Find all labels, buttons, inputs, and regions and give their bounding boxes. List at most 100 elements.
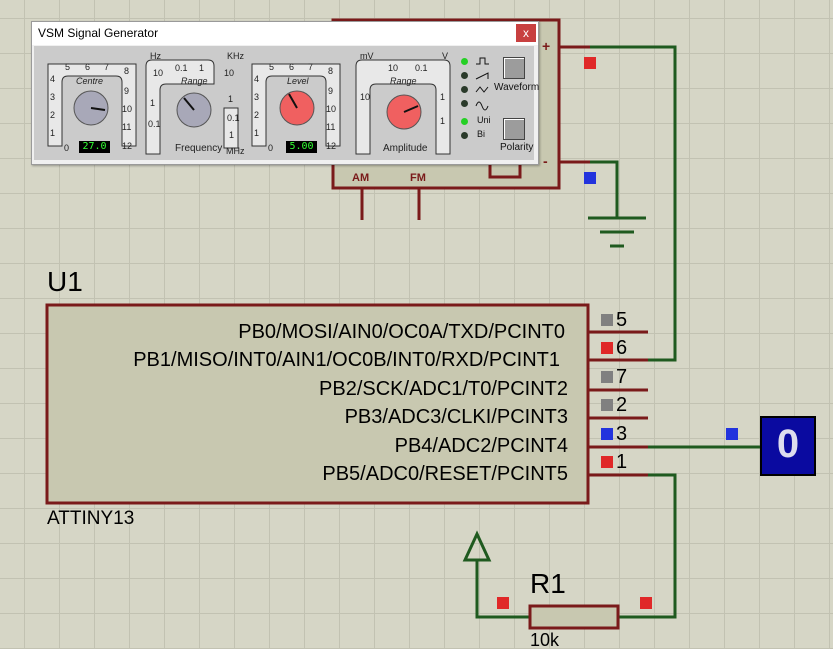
frequency-unit-hz: Hz <box>150 51 161 61</box>
pin-num-3: 3 <box>616 423 628 445</box>
window-title: VSM Signal Generator <box>38 26 159 40</box>
level-tick-8: 8 <box>328 66 334 76</box>
pin-num-7: 7 <box>616 366 628 388</box>
generator-fm-label: FM <box>410 172 426 184</box>
frequency-range-frame <box>145 59 215 155</box>
centre-knob-pointer <box>90 107 106 111</box>
pin-name-pb3: PB3/ADC3/CLKI/PCINT3 <box>344 406 568 428</box>
centre-readout: 27.0 <box>79 141 110 153</box>
panel-graphics <box>47 57 489 155</box>
frequency-tick-0.1-hz: 0.1 <box>148 119 161 129</box>
amplitude-unit-mv: mV <box>360 51 374 61</box>
pin-state-5 <box>601 314 613 326</box>
chip-ref-label[interactable]: U1 <box>47 266 83 297</box>
amplitude-range-frame <box>355 59 451 155</box>
centre-tick-0: 0 <box>64 143 70 153</box>
pin-state-3 <box>601 428 613 440</box>
chip-part-label[interactable]: ATTINY13 <box>47 508 135 529</box>
signal-generator-panel: 5 6 7 4 3 2 1 0 8 9 10 11 12 Centre 27.0… <box>34 46 539 160</box>
wire-plus-to-pb1 <box>590 45 677 362</box>
centre-tick-1: 1 <box>50 128 56 138</box>
resistor-ref-label[interactable]: R1 <box>530 568 566 599</box>
generator-am-label: AM <box>352 172 370 184</box>
frequency-unit-mhz: MHz <box>226 146 245 156</box>
level-tick-11: 11 <box>326 122 336 132</box>
centre-tick-12: 12 <box>122 141 133 151</box>
pin-name-pb4: PB4/ADC2/PCINT4 <box>394 435 568 457</box>
logic-state-value: 0 <box>776 422 800 466</box>
polarity-button[interactable] <box>503 118 525 140</box>
level-tick-0: 0 <box>268 143 274 153</box>
level-tick-9: 9 <box>328 86 334 96</box>
pin-state-6 <box>601 342 613 354</box>
resistor-pin-state-right <box>640 597 652 609</box>
amplitude-range-label: Range <box>390 76 417 86</box>
pin-name-pb0: PB0/MOSI/AIN0/OC0A/TXD/PCINT0 <box>238 321 565 343</box>
sawtooth-wave-icon <box>475 72 489 80</box>
level-tick-12: 12 <box>326 141 337 151</box>
polarity-bi-led[interactable] <box>461 132 468 139</box>
frequency-tick-1-mhz-lower: 1 <box>229 130 235 140</box>
wire-minus-to-ground <box>590 160 619 218</box>
level-tick-3: 3 <box>254 92 260 102</box>
pin-name-pb2: PB2/SCK/ADC1/T0/PCINT2 <box>319 378 568 400</box>
level-tick-1: 1 <box>254 128 260 138</box>
centre-tick-5: 5 <box>65 62 71 72</box>
frequency-tick-0.1-khz: 0.1 <box>175 63 188 73</box>
waveform-sine-led[interactable] <box>461 100 468 107</box>
waveform-triangle-led[interactable] <box>461 86 468 93</box>
waveform-sawtooth-led[interactable] <box>461 72 468 79</box>
generator-plus-label: + <box>542 38 551 54</box>
amplitude-tick-10-mv: 10 <box>360 92 371 102</box>
amplitude-knob-pointer <box>403 105 419 113</box>
centre-tick-9: 9 <box>124 86 130 96</box>
pin-num-5: 5 <box>616 309 628 331</box>
frequency-knob-pointer <box>183 97 195 111</box>
wire-resistor-to-power <box>475 560 530 619</box>
centre-tick-10: 10 <box>122 104 133 114</box>
pin-state-plus <box>584 57 596 69</box>
pin-state-2 <box>601 399 613 411</box>
square-wave-icon <box>476 57 489 65</box>
chip-body <box>45 303 590 505</box>
frequency-tick-1-mhz: 1 <box>228 94 234 104</box>
pin-num-6: 6 <box>616 337 628 359</box>
frequency-mhz-frame <box>223 107 239 149</box>
sine-wave-icon <box>475 101 489 111</box>
waveform-button[interactable] <box>503 57 525 79</box>
pin-state-7 <box>601 371 613 383</box>
close-button[interactable]: x <box>516 24 536 42</box>
level-tick-7: 7 <box>308 62 314 72</box>
centre-dial-frame <box>47 63 137 147</box>
waveform-square-led[interactable] <box>461 58 468 65</box>
amplitude-tick-1-v: 1 <box>440 92 446 102</box>
wire-pb5-to-resistor <box>618 473 677 619</box>
display-pin-state <box>726 428 738 440</box>
waveform-button-label: Waveform <box>494 82 540 93</box>
polarity-button-label: Polarity <box>500 142 534 153</box>
level-knob-pointer <box>288 93 298 109</box>
amplitude-caption: Amplitude <box>383 143 428 154</box>
pin-num-2: 2 <box>616 394 628 416</box>
polarity-bi-label: Bi <box>477 129 486 139</box>
frequency-tick-1-hz: 1 <box>150 98 156 108</box>
pin-name-pb1: PB1/MISO/INT0/AIN1/OC0B/INT0/RXD/PCINT1 <box>133 349 560 371</box>
signal-generator-titlebar[interactable]: VSM Signal Generator x <box>32 22 538 45</box>
polarity-uni-led[interactable] <box>461 118 468 125</box>
amplitude-tick-10-mv-top: 10 <box>388 63 399 73</box>
resistor-value-label[interactable]: 10k <box>530 630 560 650</box>
frequency-unit-khz: KHz <box>227 51 245 61</box>
level-tick-4: 4 <box>254 74 260 84</box>
level-tick-5: 5 <box>269 62 275 72</box>
level-readout: 5.00 <box>286 141 317 153</box>
signal-generator-window[interactable]: VSM Signal Generator x <box>31 21 539 165</box>
level-tick-2: 2 <box>254 110 260 120</box>
centre-tick-4: 4 <box>50 74 56 84</box>
centre-tick-2: 2 <box>50 110 56 120</box>
centre-label: Centre <box>76 76 104 86</box>
logic-state-display[interactable]: 0 <box>760 416 816 476</box>
resistor-pin-state-left <box>497 597 509 609</box>
triangle-wave-icon <box>475 86 489 93</box>
centre-tick-6: 6 <box>85 62 91 72</box>
